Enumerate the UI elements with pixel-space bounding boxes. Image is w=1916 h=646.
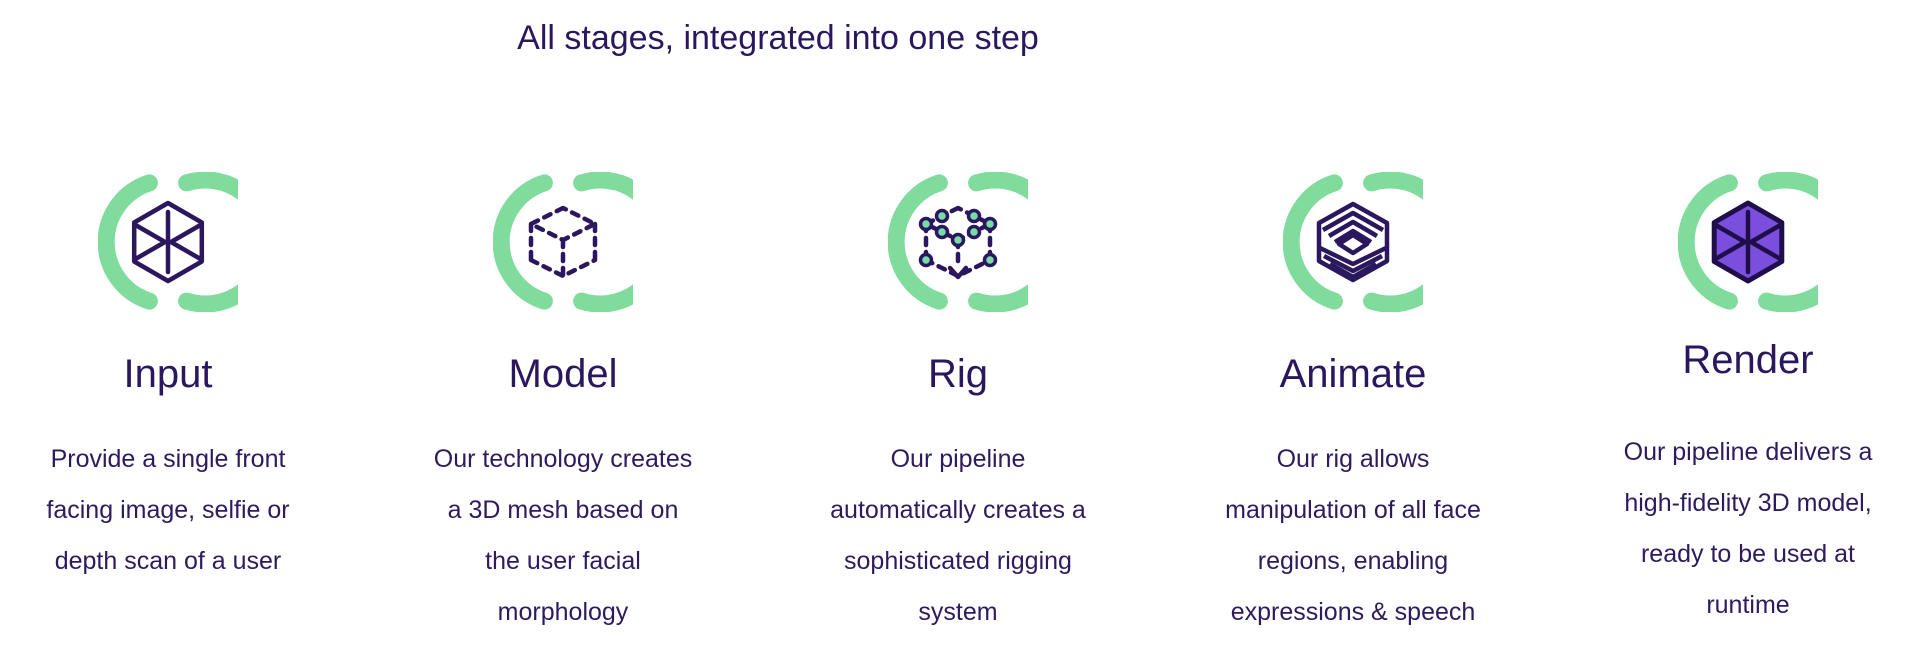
- stage-desc-rig: Our pipeline automatically creates a sop…: [830, 434, 1086, 638]
- layered-hexagon: [1316, 201, 1390, 283]
- green-ring-arcs: [98, 172, 238, 312]
- desc-line: Our technology creates: [433, 445, 693, 473]
- stage-desc-animate: Our rig allows manipulation of all face …: [1225, 434, 1481, 638]
- stage-title-animate: Animate: [1279, 352, 1427, 396]
- green-ring-arcs: [1678, 172, 1818, 312]
- render-filled-hexagon-icon: [1678, 172, 1818, 312]
- input-hexagon-logo-icon: [98, 172, 238, 312]
- animate-layered-hexagon-icon: [1283, 172, 1423, 312]
- desc-line: ready to be used at: [1640, 540, 1856, 568]
- desc-line: automatically creates a: [830, 496, 1086, 524]
- green-ring-arcs: [888, 172, 1028, 312]
- stage-desc-input: Provide a single front facing image, sel…: [46, 434, 289, 587]
- dashed-cube: [528, 205, 598, 279]
- hexagon-logo: [131, 200, 205, 284]
- desc-line: regions, enabling: [1257, 547, 1449, 575]
- desc-line: runtime: [1706, 591, 1790, 619]
- stage-column-rig: Rig Our pipeline automatically creates a…: [790, 172, 1126, 638]
- stage-column-animate: Animate Our rig allows manipulation of a…: [1185, 172, 1521, 638]
- green-ring-arcs: [1283, 172, 1423, 312]
- desc-line: depth scan of a user: [54, 547, 282, 575]
- desc-line: facing image, selfie or: [46, 496, 290, 524]
- stage-column-model: Model Our technology creates a 3D mesh b…: [395, 172, 731, 638]
- desc-line: Our rig allows: [1276, 445, 1430, 473]
- desc-line: Provide a single front: [50, 445, 286, 473]
- filled-hexagon-logo: [1711, 200, 1785, 284]
- green-ring-arcs: [493, 172, 633, 312]
- desc-line: morphology: [497, 598, 629, 626]
- desc-line: the user facial: [485, 547, 641, 575]
- stages-row: Input Provide a single front facing imag…: [0, 172, 1916, 638]
- desc-line: high-fidelity 3D model,: [1624, 489, 1872, 517]
- stage-column-input: Input Provide a single front facing imag…: [0, 172, 336, 638]
- stage-title-input: Input: [123, 352, 213, 396]
- stage-desc-render: Our pipeline delivers a high-fidelity 3D…: [1624, 427, 1873, 631]
- section-heading: All stages, integrated into one step: [517, 18, 1039, 57]
- stage-column-render: Render Our pipeline delivers a high-fide…: [1580, 172, 1916, 638]
- stage-desc-model: Our technology creates a 3D mesh based o…: [434, 434, 692, 638]
- desc-line: manipulation of all face: [1225, 496, 1481, 524]
- stage-title-model: Model: [508, 352, 618, 396]
- desc-line: system: [918, 598, 998, 626]
- stage-title-render: Render: [1682, 338, 1814, 382]
- desc-line: a 3D mesh based on: [447, 496, 679, 524]
- stage-title-rig: Rig: [927, 352, 989, 396]
- model-wireframe-cube-icon: [493, 172, 633, 312]
- rig-cube-with-nodes-icon: [888, 172, 1028, 312]
- desc-line: Our pipeline delivers a: [1623, 438, 1873, 466]
- desc-line: sophisticated rigging: [844, 547, 1072, 575]
- rigged-cube: [918, 205, 998, 280]
- desc-line: Our pipeline: [890, 445, 1026, 473]
- desc-line: expressions & speech: [1230, 598, 1476, 626]
